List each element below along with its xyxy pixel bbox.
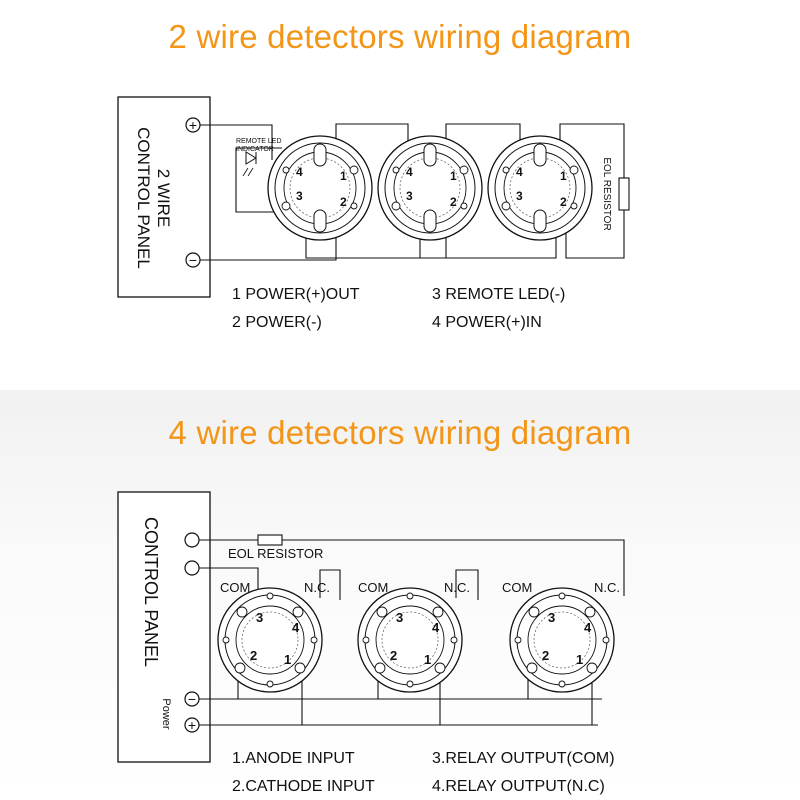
diagram1-terminal-3: 3 [516, 189, 523, 203]
diagram1-title: 2 wire detectors wiring diagram [168, 18, 632, 55]
diagram2-terminal-1: 1 [284, 652, 291, 667]
diagram1-terminal-2: 2 [560, 195, 567, 209]
diagram2-terminal-3: 3 [548, 610, 555, 625]
diagram1-terminal-2: 2 [450, 195, 457, 209]
diagram1-plus-symbol: + [189, 117, 197, 133]
diagram2-power-label: Power [160, 698, 172, 730]
diagram2-terminal-com [184, 560, 200, 576]
diagram1-terminal-3: 3 [296, 189, 303, 203]
diagram2-terminal-1: 1 [424, 652, 431, 667]
diagram1-led-label-line2: INDICATOR [236, 146, 274, 153]
diagram1-legend-1: 1 POWER(+)OUT [232, 286, 360, 303]
diagram2-eol-resistor [257, 534, 283, 546]
diagram2-terminal-eol [184, 532, 200, 548]
diagram2-terminal-1: 1 [576, 652, 583, 667]
diagram2-nc-label: N.C. [594, 580, 620, 595]
diagram1-terminal-1: 1 [560, 169, 567, 183]
diagram1-led-label-line1: REMOTE LED [236, 138, 282, 145]
diagram1-terminal-1: 1 [340, 169, 347, 183]
diagram1-eol-label: EOL RESISTOR [601, 157, 612, 230]
diagram2-legend-1: 1.ANODE INPUT [232, 750, 355, 767]
diagram1-eol-resistor [618, 177, 630, 211]
diagram1-detector-3: 4 1 3 2 [487, 135, 593, 241]
diagram2-minus-symbol: − [188, 691, 196, 707]
diagram2-terminal-2: 2 [542, 648, 549, 663]
diagram2-terminal-3: 3 [256, 610, 263, 625]
diagram2-com-label: COM [220, 580, 250, 595]
diagram1-terminal-1: 1 [450, 169, 457, 183]
diagram1-legend-2: 2 POWER(-) [232, 314, 322, 331]
diagram2-terminal-4: 4 [292, 620, 300, 635]
diagram2-title: 4 wire detectors wiring diagram [168, 414, 632, 451]
diagram2-nc-label: N.C. [304, 580, 330, 595]
diagram1-terminal-4: 4 [516, 165, 523, 179]
diagram2-terminal-2: 2 [250, 648, 257, 663]
diagram1-terminal-3: 3 [406, 189, 413, 203]
diagram2-terminal-3: 3 [396, 610, 403, 625]
diagram2-com-label: COM [358, 580, 388, 595]
diagram2-nc-label: N.C. [444, 580, 470, 595]
diagram2-detector-2: COM N.C. 3 4 2 1 [357, 580, 470, 693]
diagram2-plus-symbol: + [188, 717, 196, 733]
diagram1-remote-led [242, 151, 257, 177]
diagram1-panel-label-line1: 2 WIRE [154, 169, 173, 228]
diagram1: 2 WIRE CONTROL PANEL + − [117, 96, 630, 298]
diagram2-terminal-4: 4 [584, 620, 592, 635]
diagram2-eol-label: EOL RESISTOR [228, 546, 323, 561]
diagram1-detector-2: 4 1 3 2 [377, 135, 483, 241]
diagram2-panel-label: CONTROL PANEL [141, 517, 161, 667]
diagram2-terminal-4: 4 [432, 620, 440, 635]
diagram2-detector-1: COM N.C. 3 4 2 1 [217, 580, 330, 693]
diagram1-detector-1: 4 1 3 2 [267, 135, 373, 241]
diagram1-legend-3: 3 REMOTE LED(-) [432, 286, 566, 303]
diagram2-detector-3: COM N.C. 3 4 2 1 [502, 580, 620, 693]
diagram1-legend-4: 4 POWER(+)IN [432, 314, 542, 331]
diagram2-legend-3: 3.RELAY OUTPUT(COM) [432, 750, 615, 767]
diagram2-terminal-2: 2 [390, 648, 397, 663]
diagram1-terminal-2: 2 [340, 195, 347, 209]
diagram2-wires [199, 539, 625, 726]
diagram2: CONTROL PANEL Power − + [117, 491, 625, 763]
diagram1-terminal-4: 4 [296, 165, 303, 179]
diagram2-legend-4: 4.RELAY OUTPUT(N.C) [432, 778, 605, 795]
diagram1-terminal-4: 4 [406, 165, 413, 179]
diagram1-panel-label-line2: CONTROL PANEL [134, 127, 153, 269]
diagram2-com-label: COM [502, 580, 532, 595]
diagram1-minus-symbol: − [189, 252, 197, 268]
diagram2-legend-2: 2.CATHODE INPUT [232, 778, 375, 795]
